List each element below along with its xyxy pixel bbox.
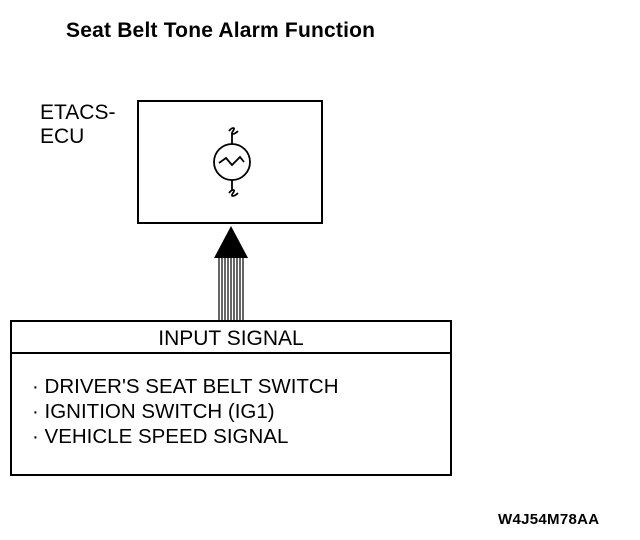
signal-arrow-icon <box>214 226 248 320</box>
figure-code: W4J54M78AA <box>498 511 600 528</box>
ecu-box <box>137 100 323 224</box>
input-signal-list: DRIVER'S SEAT BELT SWITCH IGNITION SWITC… <box>32 374 339 449</box>
list-item: DRIVER'S SEAT BELT SWITCH <box>32 374 339 399</box>
ecu-label-line2: ECU <box>40 125 85 148</box>
diagram-title: Seat Belt Tone Alarm Function <box>66 19 376 42</box>
ecu-label: ETACS- ECU <box>40 101 115 149</box>
list-item: VEHICLE SPEED SIGNAL <box>32 424 339 449</box>
list-item: IGNITION SWITCH (IG1) <box>32 399 339 424</box>
input-signal-box: INPUT SIGNAL DRIVER'S SEAT BELT SWITCH I… <box>10 320 452 476</box>
ecu-label-line1: ETACS- <box>40 101 116 124</box>
buzzer-icon <box>213 127 251 197</box>
input-signal-header: INPUT SIGNAL <box>12 322 450 354</box>
